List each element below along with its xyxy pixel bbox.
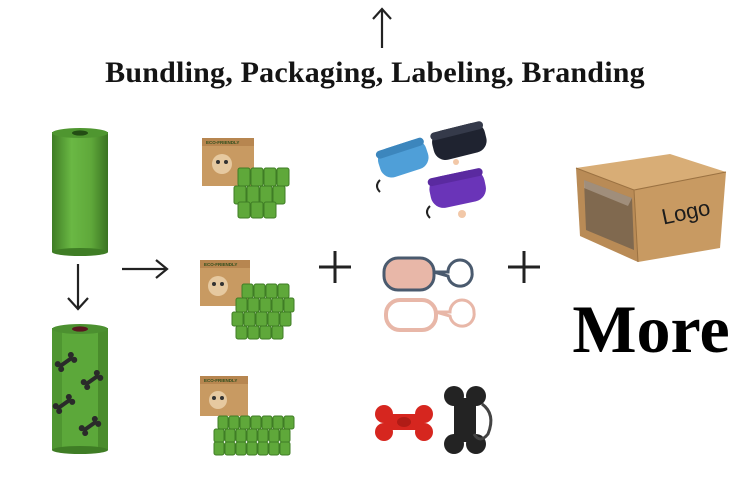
box-pack-small: ECO-FRIENDLY	[202, 138, 290, 219]
arrow-right-icon	[122, 259, 169, 279]
box-pack-medium: ECO-FRIENDLY	[200, 260, 295, 340]
box-label: ECO-FRIENDLY	[206, 140, 239, 145]
arrow-down-icon	[67, 264, 89, 311]
box-label: ECO-FRIENDLY	[204, 262, 237, 267]
bone-shaped-holders	[375, 386, 493, 454]
arrow-up-icon	[372, 7, 392, 48]
more-label: More	[572, 291, 730, 367]
plus-icon	[319, 251, 351, 283]
kraft-window-box: Logo	[575, 154, 727, 263]
box-label: ECO-FRIENDLY	[204, 378, 237, 383]
hard-shell-holders	[382, 256, 476, 332]
plus-icon	[508, 251, 540, 283]
plain-bag-roll	[52, 128, 108, 256]
fabric-pouch-dispensers	[375, 121, 487, 219]
box-pack-large: ECO-FRIENDLY	[200, 376, 295, 456]
printed-bag-roll	[52, 324, 108, 454]
headline: Bundling, Packaging, Labeling, Branding	[105, 56, 645, 89]
bone-print	[52, 351, 104, 437]
